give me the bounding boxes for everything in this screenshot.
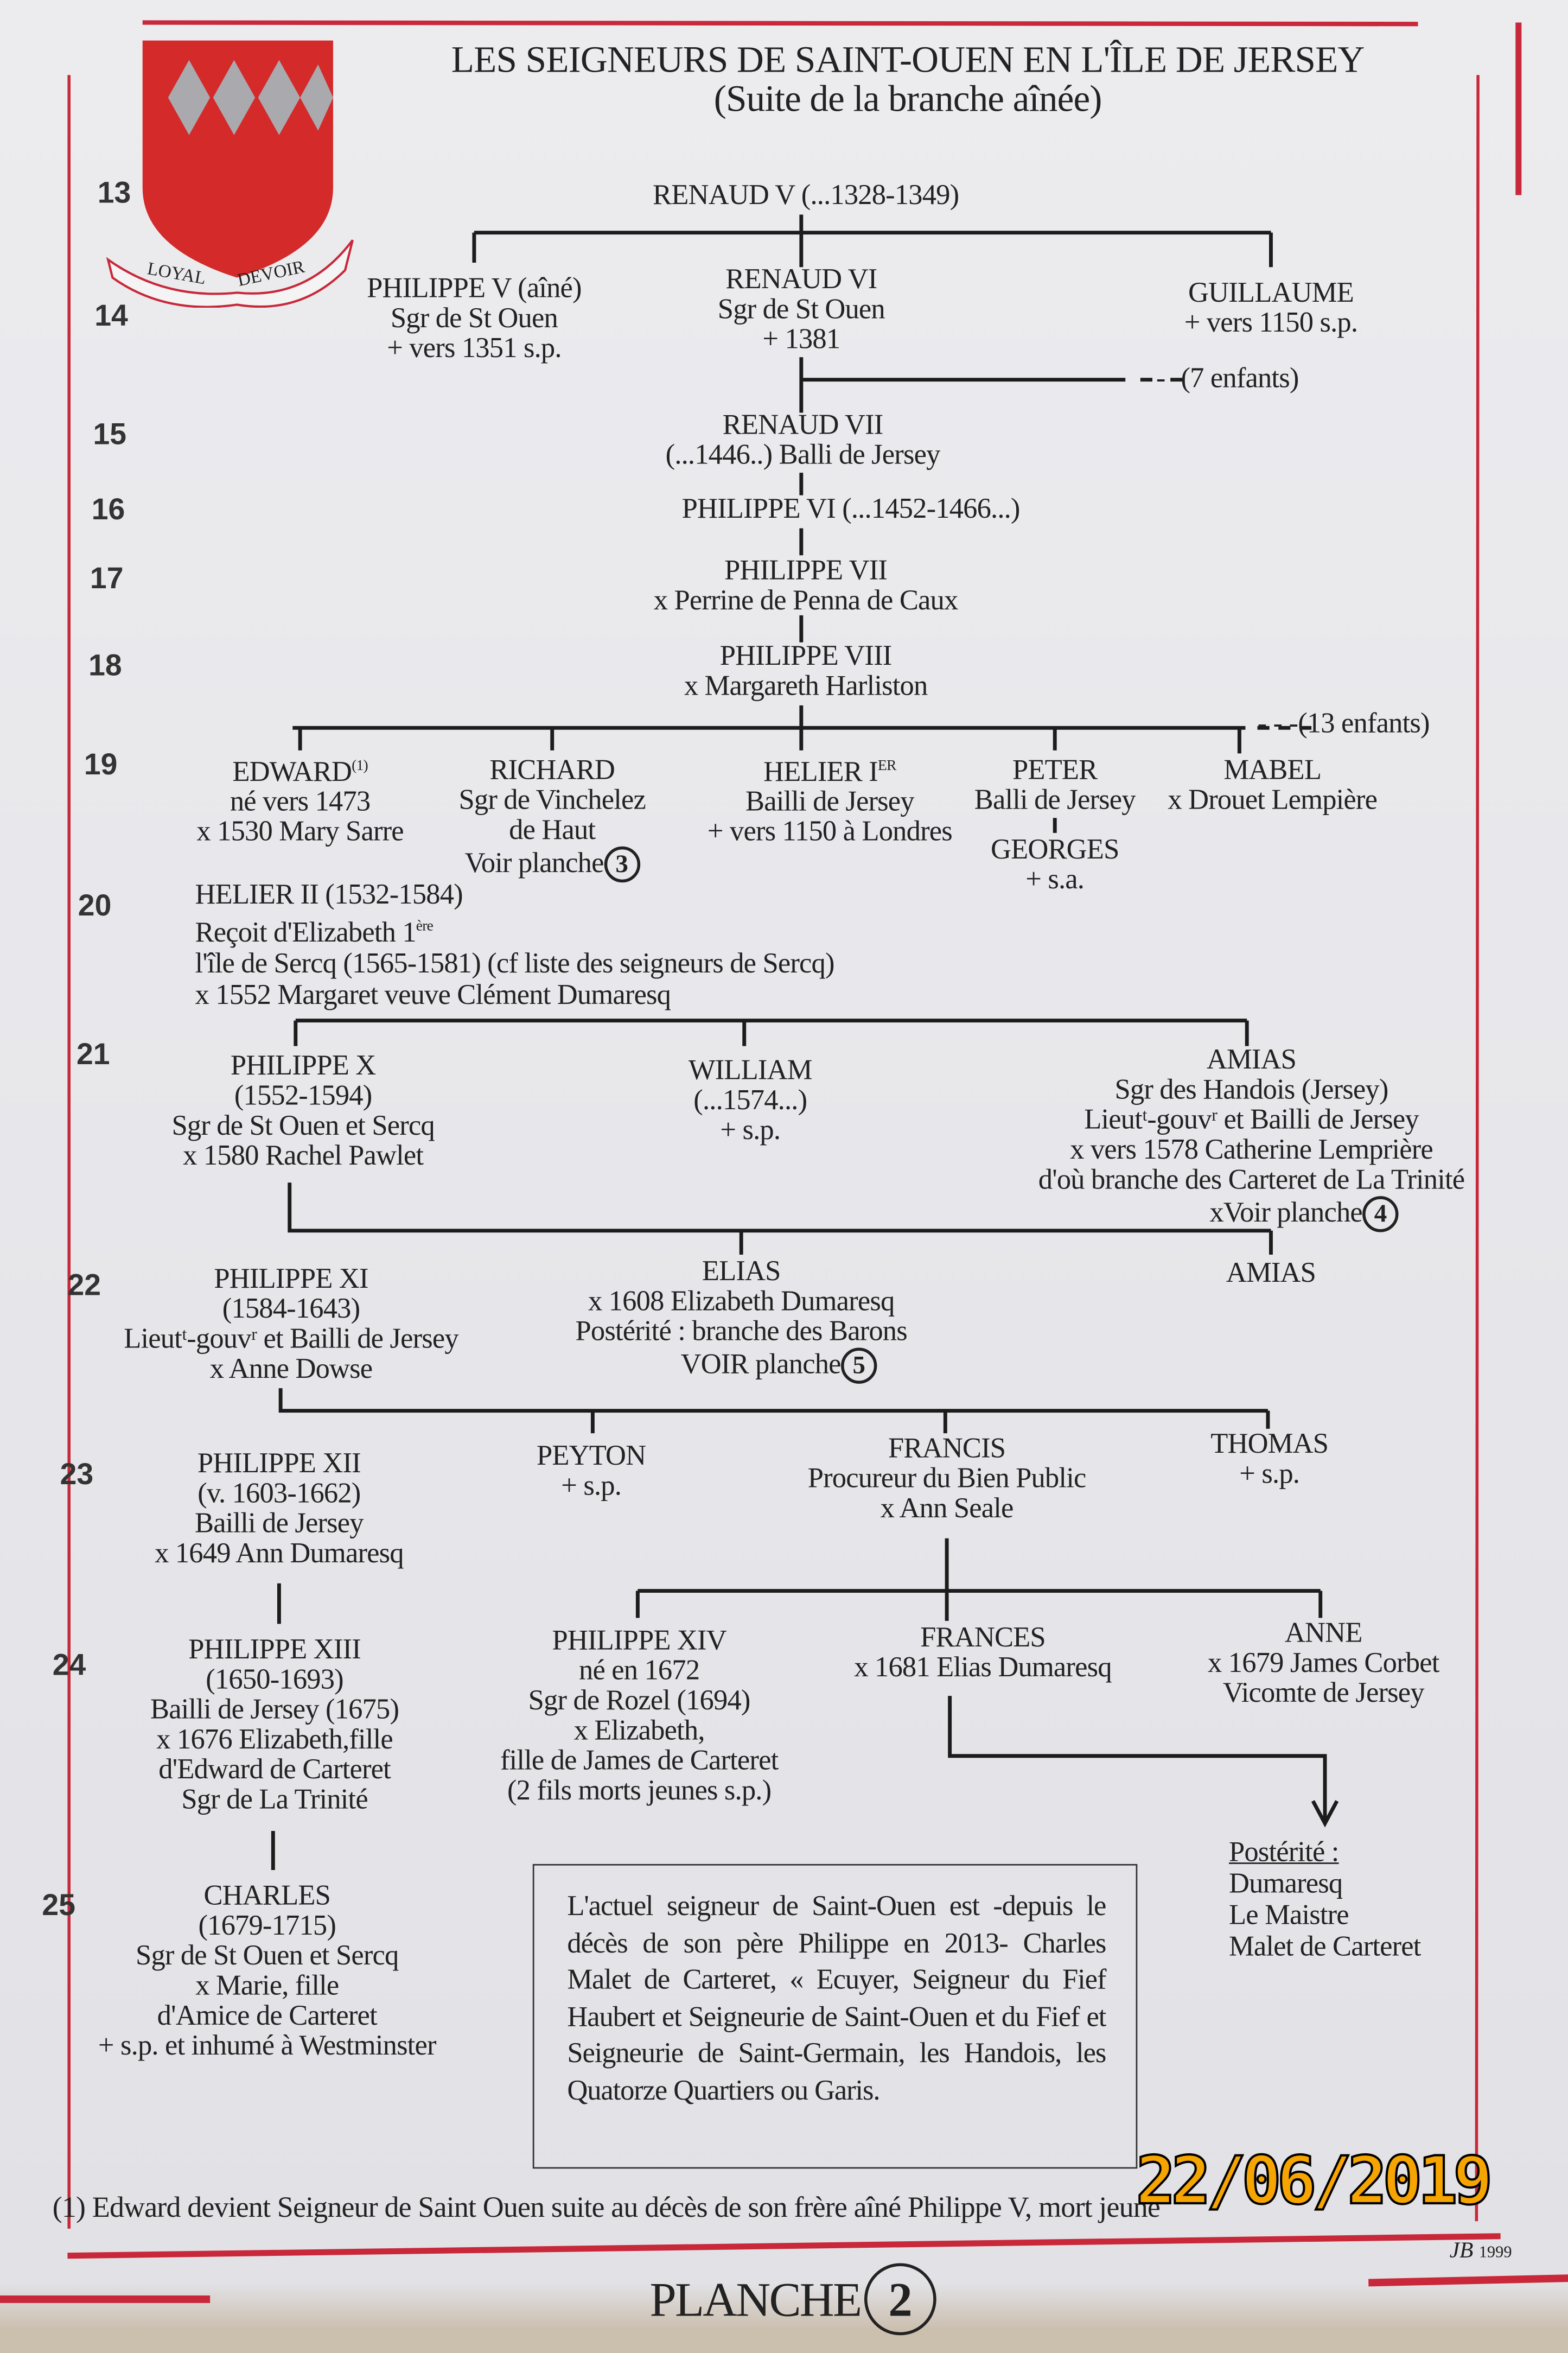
seven-children-note: - - -(7 enfants): [1140, 363, 1299, 395]
gen-19: 19: [84, 749, 118, 782]
person-philippe-xi: PHILIPPE XI(1584-1643)Lieutᵗ-gouvʳ et Ba…: [124, 1263, 458, 1385]
red-border: [0, 20, 1568, 2303]
person-guillaume: GUILLAUME+ vers 1150 s.p.: [1184, 277, 1358, 340]
person-thomas: THOMAS+ s.p.: [1210, 1428, 1329, 1491]
planche-5-link[interactable]: 5: [840, 1347, 877, 1384]
gen-21: 21: [77, 1038, 110, 1072]
person-philippe-vi: PHILIPPE VI (...1452-1466...): [681, 493, 1021, 525]
planche-4-link[interactable]: 4: [1362, 1196, 1399, 1232]
gen-18: 18: [88, 650, 122, 683]
gen-22: 22: [67, 1269, 101, 1303]
gen-14: 14: [94, 300, 128, 333]
coat-of-arms: LOYAL DEVOIR: [105, 37, 360, 308]
person-philippe-xiii: PHILIPPE XIII(1650-1693)Bailli de Jersey…: [150, 1634, 399, 1816]
person-peyton: PEYTON+ s.p.: [536, 1440, 646, 1503]
person-charles: CHARLES(1679-1715)Sgr de St Ouen et Serc…: [98, 1880, 437, 2062]
shield-icon: [106, 40, 354, 308]
person-philippe-xii: PHILIPPE XII(v. 1603-1662)Bailli de Jers…: [155, 1448, 404, 1570]
person-georges: GEORGES+ s.a.: [990, 834, 1119, 896]
current-seigneur-box: L'actuel seigneur de Saint-Ouen est -dep…: [532, 1864, 1138, 2169]
signature-year: 1999: [1478, 2243, 1512, 2262]
gen-15: 15: [93, 418, 127, 452]
gen-20: 20: [78, 890, 112, 923]
person-amias-2: AMIAS: [1226, 1257, 1316, 1289]
thirteen-children-note: - - -(13 enfants): [1257, 708, 1430, 740]
signature: JB 1999: [1450, 2239, 1512, 2265]
gen-25: 25: [42, 1889, 75, 1923]
person-philippe-x: PHILIPPE X(1552-1594)Sgr de St Ouen et S…: [171, 1050, 435, 1172]
person-renaud-vii: RENAUD VII(...1446..) Balli de Jersey: [665, 410, 941, 472]
gen-24: 24: [52, 1649, 86, 1683]
signature-initials: JB: [1449, 2239, 1474, 2263]
footnote: (1) Edward devient Seigneur de Saint Oue…: [52, 2192, 1161, 2224]
person-renaud-v: RENAUD V (...1328-1349): [652, 180, 959, 212]
planche-number: 2: [863, 2263, 936, 2336]
planche-3-link[interactable]: 3: [603, 846, 640, 883]
gen-13: 13: [97, 177, 131, 211]
page-title: LES SEIGNEURS DE SAINT-OUEN EN L'ÎLE DE …: [451, 40, 1365, 120]
gen-17: 17: [90, 563, 124, 596]
date-stamp: 22/06/2019: [1134, 2142, 1494, 2221]
gen-16: 16: [91, 493, 125, 527]
person-helier-ii: HELIER II (1532-1584)Reçoit d'Elizabeth …: [195, 879, 835, 1012]
person-william: WILLIAM(...1574...)+ s.p.: [688, 1055, 813, 1147]
person-philippe-v: PHILIPPE V (aîné)Sgr de St Ouen+ vers 13…: [367, 273, 582, 365]
gen-23: 23: [60, 1459, 94, 1492]
